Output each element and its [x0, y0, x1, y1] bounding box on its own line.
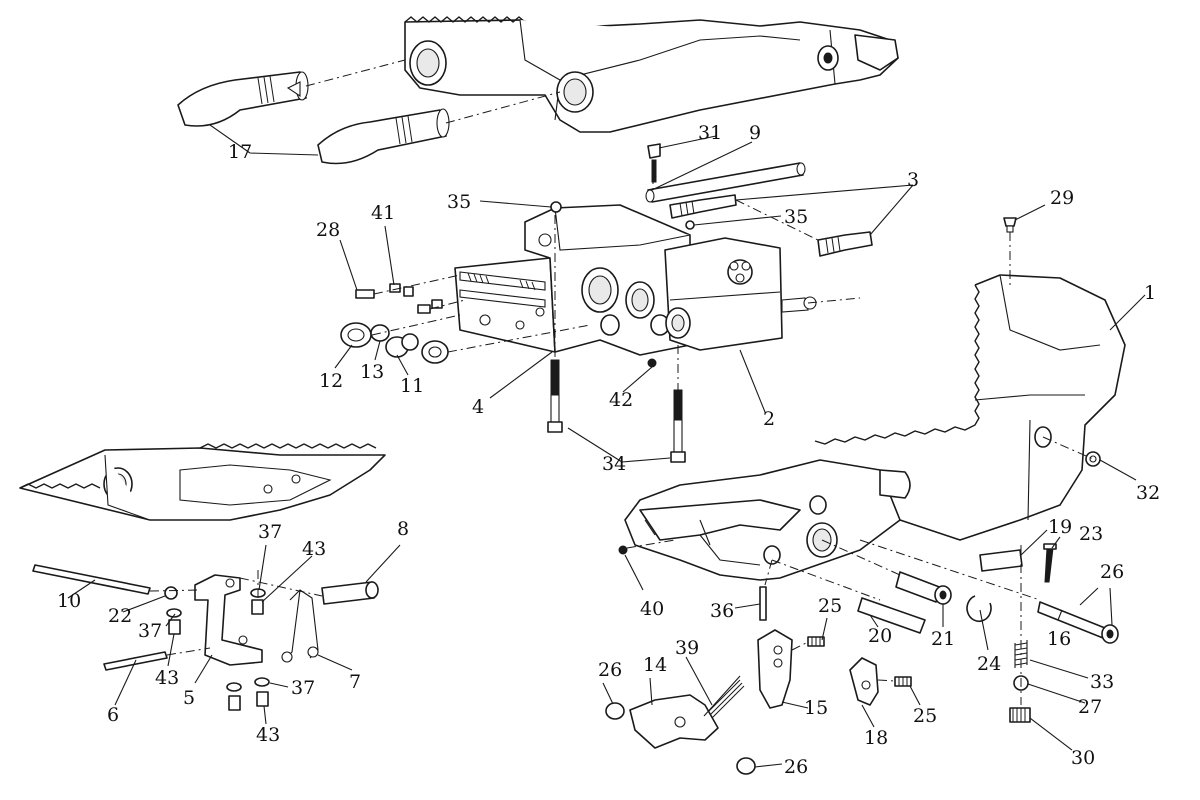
part-43-screws	[168, 599, 269, 711]
callout-36: 36	[710, 600, 734, 622]
part-24-ring	[966, 595, 992, 623]
callout-15: 15	[804, 697, 828, 719]
part-17-pin-lower	[317, 108, 450, 165]
part-25-screw-b	[894, 676, 912, 687]
part-21-bushing	[895, 571, 952, 605]
callout-8: 8	[397, 518, 409, 540]
callout-17: 17	[228, 141, 252, 163]
callout-25-upper: 25	[818, 595, 842, 617]
callout-26-left: 26	[598, 659, 622, 681]
callout-42: 42	[609, 389, 633, 411]
callout-28: 28	[316, 219, 340, 241]
spring-rods	[459, 271, 546, 308]
part-25-screw-a	[807, 636, 825, 647]
callout-14: 14	[643, 654, 667, 676]
callout-18: 18	[864, 727, 888, 749]
part-17-pin-upper	[177, 71, 309, 127]
callout-11: 11	[400, 375, 424, 397]
callout-13: 13	[360, 361, 384, 383]
callout-32: 32	[1136, 482, 1160, 504]
callout-labels: 1 2 3 4 5 6 7 8 9 10 11 12 13 14 15 16 1…	[57, 122, 1160, 778]
callout-23: 23	[1079, 523, 1103, 545]
callout-31: 31	[698, 122, 722, 144]
part-40-ball	[618, 545, 628, 555]
callout-30: 30	[1071, 747, 1095, 769]
callout-6: 6	[107, 704, 119, 726]
callout-34: 34	[602, 453, 626, 475]
part-35-plug-b	[685, 220, 695, 230]
callout-4: 4	[472, 396, 484, 418]
callout-35-right: 35	[784, 206, 808, 228]
part-29-fitting	[1003, 217, 1017, 233]
part-30-plug	[1009, 707, 1031, 723]
callout-40: 40	[640, 598, 664, 620]
callout-7: 7	[349, 671, 361, 693]
callout-3: 3	[907, 169, 919, 191]
callout-35-left: 35	[447, 191, 471, 213]
part-7-spring-clip	[281, 589, 319, 663]
callout-12: 12	[319, 370, 343, 392]
part-22-nut	[164, 586, 178, 600]
part-35-plug-a	[550, 201, 562, 213]
callout-33: 33	[1090, 671, 1114, 693]
part-3-fitting-upper	[669, 194, 737, 219]
part-5-bracket	[194, 574, 263, 666]
part-8-pin	[321, 581, 379, 605]
callout-26-bottom: 26	[784, 756, 808, 778]
part-3-fitting-lower	[817, 231, 873, 257]
part-19-pin	[979, 549, 1023, 572]
callout-10: 10	[57, 590, 81, 612]
part-9-rod	[645, 162, 806, 203]
part-12-seal	[340, 322, 372, 348]
part-23-screw	[1043, 543, 1057, 583]
callout-43-top: 43	[302, 538, 326, 560]
part-42-ball	[647, 358, 657, 368]
part-14-cam	[629, 694, 719, 749]
part-31-screw	[647, 143, 661, 183]
callout-20: 20	[868, 625, 892, 647]
part-39-spring	[703, 675, 745, 719]
callout-37-bottom: 37	[291, 677, 315, 699]
upper-casting-fragment	[404, 16, 899, 133]
callout-24: 24	[977, 653, 1001, 675]
callout-22: 22	[108, 605, 132, 627]
part-10-rod	[32, 564, 151, 595]
part-4-main-body	[524, 204, 691, 356]
callout-37-left: 37	[138, 620, 162, 642]
callout-29: 29	[1050, 187, 1074, 209]
callout-9: 9	[749, 122, 761, 144]
callout-27: 27	[1078, 696, 1102, 718]
callout-5: 5	[183, 687, 195, 709]
part-34-bolt-left	[547, 359, 563, 433]
callout-41: 41	[371, 202, 395, 224]
callout-39: 39	[675, 637, 699, 659]
callout-26-right: 26	[1100, 561, 1124, 583]
part-16-shaft	[1037, 601, 1119, 644]
lower-left-casting-fragment	[19, 443, 386, 521]
callout-25-lower: 25	[913, 705, 937, 727]
callout-43-bottom: 43	[256, 724, 280, 746]
callout-21: 21	[931, 628, 955, 650]
callout-37-top: 37	[258, 521, 282, 543]
callout-2: 2	[763, 408, 775, 430]
part-26-roller-a	[605, 702, 625, 720]
part-20-pin	[857, 597, 926, 634]
part-34-bolt-right	[670, 389, 686, 463]
part-15-lever	[757, 629, 793, 709]
callout-1: 1	[1144, 282, 1156, 304]
leader-lines	[67, 124, 1146, 768]
part-26-roller-b	[736, 757, 756, 775]
part-11-seal	[385, 333, 449, 364]
part-36-pin	[759, 586, 767, 621]
callout-19: 19	[1048, 516, 1072, 538]
part-18-lever	[849, 657, 879, 706]
part-2-valve-body	[664, 237, 817, 351]
callout-43-left: 43	[155, 667, 179, 689]
callout-16: 16	[1047, 628, 1071, 650]
